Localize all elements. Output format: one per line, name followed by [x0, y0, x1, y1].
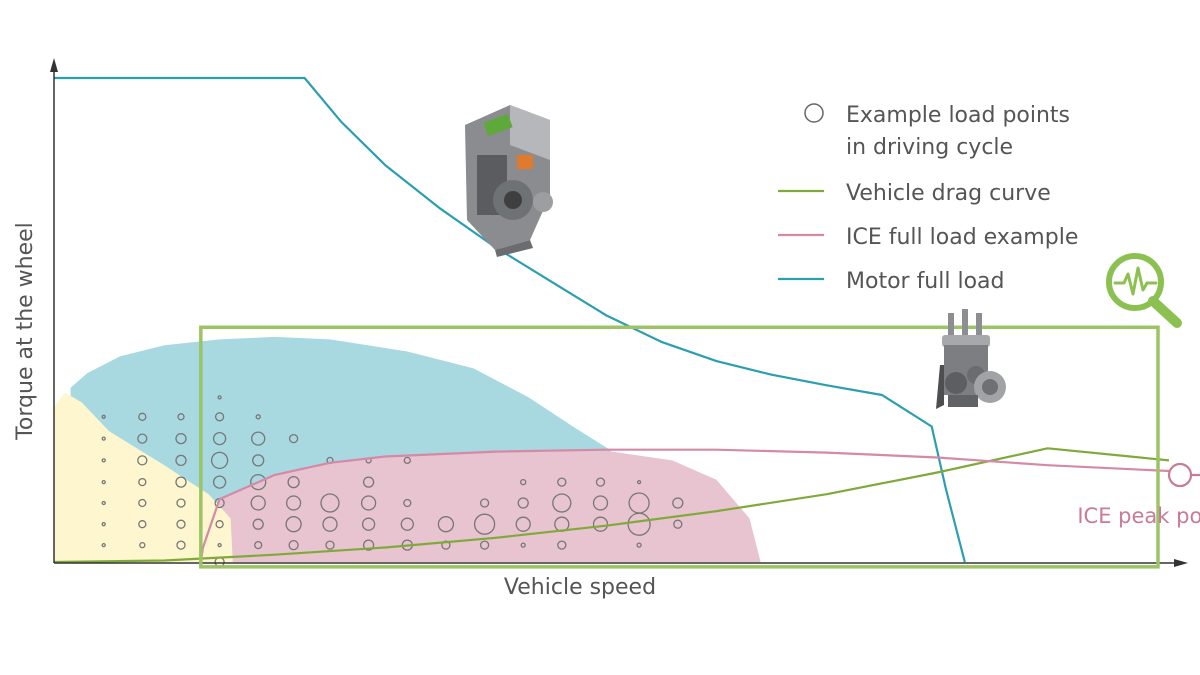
load-point	[175, 454, 187, 467]
e-motor-image	[465, 105, 553, 257]
load-point	[212, 475, 227, 489]
load-point	[437, 516, 455, 533]
load-point	[101, 436, 106, 441]
legend-label-points: in driving cycle	[846, 135, 1013, 160]
series-line-ice	[199, 448, 1170, 563]
load-point	[520, 542, 526, 548]
legend-label-points: Example load points	[846, 103, 1070, 128]
load-point	[252, 518, 264, 530]
load-point	[138, 498, 147, 508]
load-point	[175, 476, 187, 488]
load-point	[212, 431, 227, 446]
ice-engine-image	[936, 309, 1006, 409]
load-point	[137, 455, 148, 466]
legend-label-ice: ICE full load example	[846, 225, 1078, 250]
load-point	[255, 414, 261, 420]
legend-symbol-points	[804, 103, 824, 123]
legend: Example load points in driving cycleVehic…	[778, 103, 1078, 294]
load-point	[403, 498, 412, 508]
load-point	[214, 412, 225, 422]
x-axis-label: Vehicle speed	[504, 575, 656, 600]
load-point	[254, 540, 263, 550]
load-point	[176, 519, 186, 529]
load-point	[176, 540, 186, 550]
load-point	[557, 540, 567, 550]
highlight-box	[199, 325, 1160, 569]
peak-power-marker	[1167, 462, 1193, 488]
load-point	[251, 431, 266, 446]
load-point	[137, 433, 148, 444]
load-point	[176, 498, 186, 508]
load-point	[101, 414, 106, 419]
load-points-layer	[101, 395, 684, 568]
regions-layer	[54, 336, 761, 562]
load-point	[252, 454, 265, 467]
load-point	[552, 493, 572, 513]
load-point	[595, 477, 606, 487]
series-line-drag	[53, 447, 1170, 564]
highlight-layer	[199, 325, 1160, 569]
load-point	[175, 432, 187, 445]
legend-label-drag: Vehicle drag curve	[846, 181, 1051, 206]
load-point	[473, 513, 496, 535]
y-axis-label: Torque at the wheel	[13, 222, 38, 441]
annotations-layer: ICE peak power	[1077, 462, 1200, 528]
load-point	[361, 517, 376, 531]
legend-label-motor: Motor full load	[846, 269, 1005, 294]
load-point	[138, 477, 147, 487]
load-point	[557, 477, 567, 487]
load-point	[515, 516, 531, 532]
load-point	[362, 539, 375, 551]
load-point	[217, 395, 222, 400]
load-point	[101, 522, 106, 527]
load-point	[285, 516, 302, 533]
load-point	[250, 495, 266, 511]
load-point	[673, 519, 683, 529]
load-point	[320, 493, 340, 513]
load-point	[177, 413, 185, 421]
load-point	[592, 516, 609, 532]
load-point	[628, 492, 650, 514]
load-point	[672, 497, 684, 509]
load-point	[139, 541, 146, 549]
load-point	[287, 475, 300, 489]
load-point	[215, 520, 224, 529]
load-point	[520, 478, 527, 486]
load-point	[101, 542, 106, 548]
load-point	[517, 497, 529, 509]
load-point	[592, 495, 609, 511]
x-axis-arrow	[1174, 559, 1188, 567]
load-point	[101, 458, 106, 463]
peak-power-label: ICE peak power	[1077, 504, 1200, 528]
load-point	[138, 412, 147, 421]
load-point	[362, 476, 375, 488]
axes-layer	[50, 58, 1188, 567]
load-point	[403, 456, 411, 465]
load-point	[400, 517, 414, 531]
load-point	[101, 479, 106, 485]
load-point	[285, 495, 302, 511]
load-point	[479, 498, 490, 508]
load-point	[288, 539, 299, 551]
load-point	[325, 540, 335, 550]
load-point	[250, 473, 267, 491]
y-axis-arrow	[50, 58, 58, 72]
load-point	[360, 495, 377, 511]
load-point	[288, 433, 299, 444]
load-point	[138, 520, 147, 529]
load-point	[636, 542, 642, 548]
load-point	[479, 540, 490, 550]
load-point	[636, 479, 642, 485]
magnifier-waveform-icon	[1106, 253, 1182, 328]
load-point	[217, 542, 222, 548]
load-point	[322, 516, 338, 532]
region-ice-zone	[200, 450, 761, 562]
region-low-speed-zone	[54, 392, 233, 562]
load-point	[210, 451, 229, 470]
load-point	[101, 500, 106, 506]
